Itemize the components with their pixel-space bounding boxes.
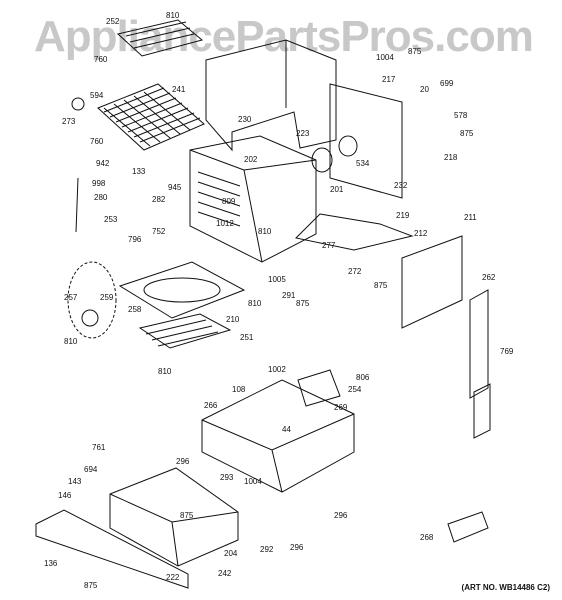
callout-label: 534 [356,159,370,168]
callout-label: 257 [64,293,78,302]
callout-label: 133 [132,167,146,176]
temp-sensor [75,177,79,233]
back-panel [329,83,403,199]
callout-label: 296 [334,511,348,520]
callout-label: 875 [296,299,310,308]
side-panel [401,235,463,329]
callout-label: 282 [152,195,166,204]
callout-label: 945 [168,183,182,192]
callout-label: 796 [128,235,142,244]
callout-label: 760 [90,137,104,146]
callout-label: 578 [454,111,468,120]
callout-label: 212 [414,229,428,238]
callout-label: 210 [226,315,240,324]
callout-label: 272 [348,267,362,276]
callout-label: 752 [152,227,166,236]
callout-label: 277 [322,241,336,250]
callout-label: 201 [330,185,344,194]
broil-element [116,19,204,57]
callout-label: 810 [158,367,172,376]
callout-label: 136 [44,559,58,568]
callout-label: 875 [408,47,422,56]
callout-label: 268 [420,533,434,542]
callout-label: 806 [356,373,370,382]
callout-label: 1005 [268,275,286,284]
light-assembly-outline [67,261,117,339]
callout-label: 222 [166,573,180,582]
drawer-guide-part [447,511,489,543]
callout-label: 219 [396,211,410,220]
drawer-box [109,467,239,567]
callout-label: 266 [204,401,218,410]
callout-label: 875 [460,129,474,138]
side-trim-strip [469,289,489,399]
callout-label: 594 [90,91,104,100]
callout-label: 211 [464,213,477,222]
oven-rack [97,83,205,151]
callout-label: 810 [64,337,78,346]
callout-label: 262 [482,273,496,282]
art-number: (ART NO. WB14486 C2) [461,583,550,592]
callout-label: 810 [258,227,272,236]
callout-label: 769 [500,347,514,356]
callout-label: 1004 [244,477,262,486]
callout-label: 998 [92,179,106,188]
callout-label: 694 [84,465,98,474]
callout-label: 202 [244,155,258,164]
callout-label: 108 [232,385,246,394]
oven-bottom-panel [118,261,246,319]
callout-label: 258 [128,305,142,314]
callout-label: 241 [172,85,186,94]
callout-label: 810 [166,11,180,20]
drawer-support-frame [201,379,355,493]
callout-label: 292 [260,545,274,554]
callout-label: 146 [58,491,72,500]
callout-label: 204 [224,549,238,558]
callout-label: 875 [374,281,388,290]
callout-label: 699 [440,79,454,88]
oven-wrapper [205,39,337,152]
callout-label: 44 [282,425,291,434]
lower-trim-strip [473,383,491,439]
callout-label: 875 [180,511,194,520]
callout-label: 232 [394,181,408,190]
callout-label: 242 [218,569,232,578]
callout-label: 251 [240,333,254,342]
callout-label: 291 [282,291,296,300]
bake-element [138,313,232,349]
callout-label: 253 [104,215,118,224]
bracket [297,369,341,407]
callout-label: 810 [248,299,262,308]
callout-label: 259 [100,293,114,302]
callout-label: 761 [92,443,106,452]
callout-label: 809 [222,197,236,206]
callout-label: 20 [420,85,429,94]
callout-label: 760 [94,55,108,64]
callout-label: 223 [296,129,310,138]
callout-label: 230 [238,115,252,124]
watermark: AppliancePartsPros.com [34,12,534,61]
callout-label: 143 [68,477,82,486]
callout-label: 942 [96,159,110,168]
cavity-bottom-frame [294,213,414,251]
oven-cavity [189,135,317,263]
callout-label: 217 [382,75,396,84]
callout-label: 1004 [376,53,394,62]
drawer-front-panel [35,509,189,589]
callout-label: 218 [444,153,458,162]
callout-label: 293 [220,473,234,482]
callout-label: 296 [176,457,190,466]
callout-label: 1012 [216,219,234,228]
callout-label: 875 [84,581,98,590]
callout-label: 296 [290,543,304,552]
callout-label: 280 [94,193,108,202]
callout-label: 273 [62,117,76,126]
callout-label: 1002 [268,365,286,374]
callout-label: 269 [334,403,348,412]
callout-label: 254 [348,385,362,394]
callout-label: 252 [106,17,120,26]
